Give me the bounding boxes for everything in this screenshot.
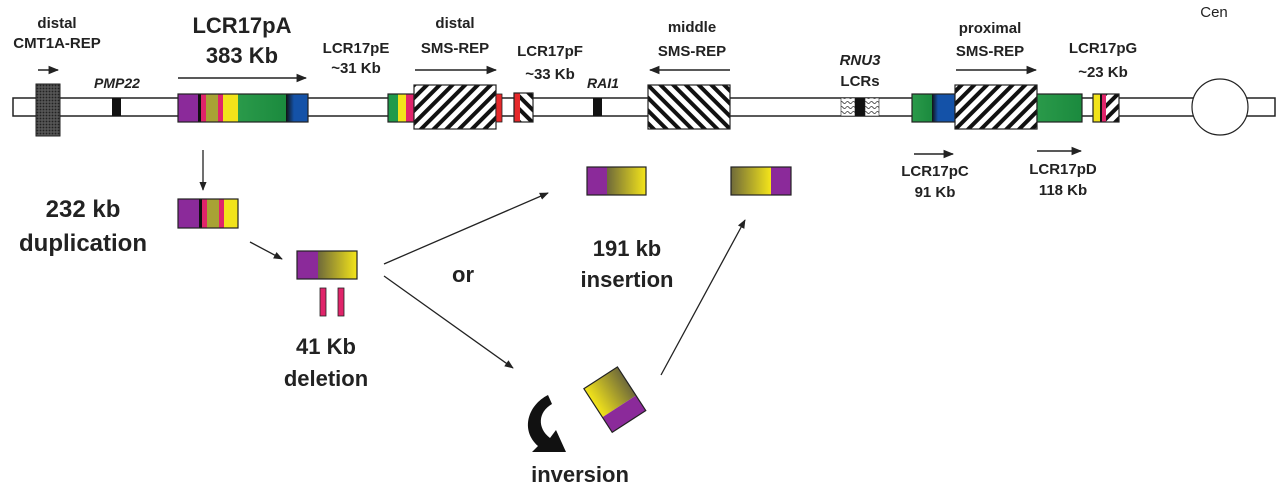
centromere-label: Cen (1200, 4, 1228, 21)
deletion-size: 41 Kb (296, 334, 356, 359)
proximal-sms-rep-block (954, 84, 1038, 130)
lcr17pf-label: LCR17pF (517, 43, 583, 60)
proximal-sms-label-line2: SMS-REP (956, 43, 1024, 60)
distal-cmt1a-label-line1: distal (37, 15, 76, 32)
lcr17pc-size: 91 Kb (915, 184, 956, 201)
lcr17pe-block (387, 93, 415, 123)
lcr17pa-label: LCR17pA (192, 13, 291, 38)
distal-cmt1a-label-line2: CMT1A-REP (13, 35, 101, 52)
duplicated-block (177, 198, 239, 229)
insertion-label: insertion (581, 267, 674, 292)
rnu3-label: RNU3 (840, 52, 881, 69)
lcr17pf-block (513, 92, 534, 123)
middle-sms-rep-block (647, 84, 731, 130)
rai1-gene-marker (593, 98, 602, 116)
deletion-label: deletion (284, 366, 368, 391)
deleted-segment-1 (319, 287, 327, 317)
lcr17pa-size: 383 Kb (206, 43, 278, 68)
lcr17pd-label: LCR17pD (1029, 161, 1097, 178)
inversion-label: inversion (531, 462, 629, 487)
pmp22-gene-marker (112, 98, 121, 116)
distal-cmt1a-rep-block (35, 65, 61, 137)
lcr17pc-label: LCR17pC (901, 163, 969, 180)
middle-sms-label-line1: middle (668, 19, 716, 36)
inverted-block (583, 366, 647, 434)
deleted-segment-2 (337, 287, 345, 317)
or-label: or (452, 262, 474, 287)
rotation-arrow-icon (527, 395, 566, 452)
lcr17pf-size: ~33 Kb (525, 66, 575, 83)
deleted-block (296, 250, 358, 280)
deletion-arrow (249, 241, 283, 260)
proximal-sms-label-line1: proximal (959, 20, 1022, 37)
inverted-insertion-arrow (660, 219, 746, 376)
inserted-block-direct (586, 166, 647, 196)
lcr17pe-size: ~31 Kb (331, 60, 381, 77)
duplication-size: 232 kb (46, 196, 121, 223)
lcr17pg-label: LCR17pG (1069, 40, 1137, 57)
lcr17pd-block (1036, 93, 1083, 123)
lcr17pg-block (1092, 93, 1120, 123)
inserted-block-inverted (730, 166, 792, 196)
rai1-label: RAI1 (587, 75, 619, 91)
direct-insertion-arrow (383, 192, 549, 265)
duplication-label: duplication (19, 230, 147, 257)
lcr17pg-size: ~23 Kb (1078, 64, 1128, 81)
middle-sms-label-line2: SMS-REP (658, 43, 726, 60)
pmp22-label: PMP22 (94, 75, 140, 91)
lcr17pc-block (911, 93, 956, 123)
lcr17pd-size: 118 Kb (1039, 182, 1087, 199)
rnu3-lcrs-label: LCRs (840, 73, 879, 90)
rnu3-lcrs-block (840, 97, 880, 117)
centromere-circle (1191, 78, 1249, 136)
distal-sms-label-line2: SMS-REP (421, 40, 489, 57)
lcr17pe-label: LCR17pE (323, 40, 390, 57)
lcr17pa-block (177, 93, 309, 123)
distal-sms-rep-block (413, 84, 503, 130)
to-inversion-arrow (383, 275, 514, 369)
distal-sms-label-line1: distal (435, 15, 474, 32)
insertion-size: 191 kb (593, 236, 662, 261)
